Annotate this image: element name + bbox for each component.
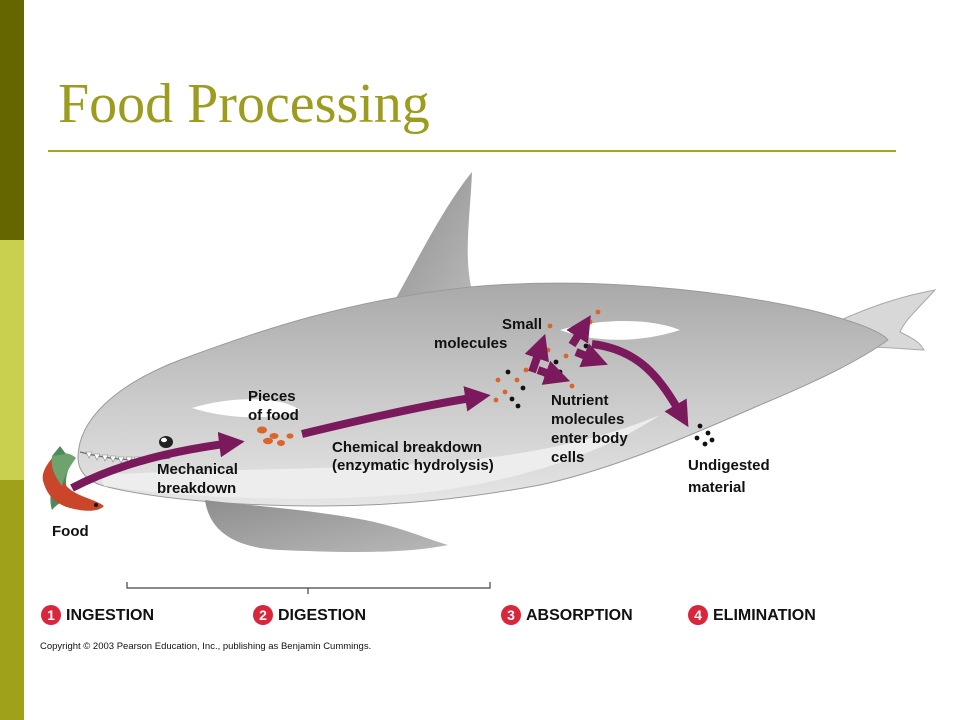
label-enzymatic-hydrolysis: (enzymatic hydrolysis): [332, 457, 494, 474]
label-cells: cells: [551, 449, 584, 466]
title-underline: [48, 150, 896, 152]
copyright-notice: Copyright © 2003 Pearson Education, Inc.…: [40, 641, 371, 652]
food-pieces: [257, 426, 294, 446]
whale-belly: [100, 415, 660, 499]
left-accent-bar-middle: [0, 240, 24, 480]
absorption-arrow-right: [536, 360, 571, 385]
left-accent-bar-top: [0, 0, 24, 240]
stage-number: 4: [694, 607, 702, 623]
label-chemical-breakdown: Chemical breakdown: [332, 439, 482, 456]
label-enter-body: enter body: [551, 430, 628, 447]
label-nutrient-molecules: molecules: [551, 411, 624, 428]
whale-dorsal-fin: [395, 172, 475, 300]
stage-ingestion: 1 INGESTION: [41, 605, 154, 625]
label-small: Small: [502, 316, 542, 333]
stage-number-badge: [253, 605, 273, 625]
elimination-arrow: [591, 340, 689, 428]
stage-label: DIGESTION: [278, 607, 366, 624]
label-pieces: Pieces: [248, 388, 296, 405]
slide-title: Food Processing: [58, 73, 430, 135]
ingestion-arrow: [70, 431, 245, 492]
label-material: material: [688, 479, 746, 496]
label-molecules: molecules: [434, 335, 507, 352]
stage-bracket: [126, 582, 491, 594]
stage-number-badge: [41, 605, 61, 625]
label-breakdown: breakdown: [157, 480, 236, 497]
digestion-arrow: [301, 386, 491, 438]
label-mechanical: Mechanical: [157, 461, 238, 478]
stage-label: ELIMINATION: [713, 607, 816, 624]
stage-number: 1: [47, 607, 55, 623]
label-of-food: of food: [248, 407, 299, 424]
stage-digestion: 2 DIGESTION: [253, 605, 366, 625]
tooth-icon: [159, 436, 173, 448]
stage-number: 3: [507, 607, 515, 623]
label-food: Food: [52, 523, 89, 540]
absorption-arrow-lower: [574, 343, 608, 368]
stage-label: ABSORPTION: [526, 607, 633, 624]
whale-pectoral-fin: [205, 500, 448, 553]
stage-number-badge: [688, 605, 708, 625]
stage-label: INGESTION: [66, 607, 154, 624]
stage-number: 2: [259, 607, 267, 623]
process-arrows: [70, 315, 689, 492]
stage-number-badge: [501, 605, 521, 625]
whale-eye-patch: [192, 399, 300, 418]
left-accent-bar-bottom: [0, 480, 24, 720]
label-nutrient: Nutrient: [551, 392, 609, 409]
salmon-illustration: [42, 446, 104, 511]
stage-elimination: 4 ELIMINATION: [688, 605, 816, 625]
absorption-arrow-up: [524, 333, 549, 374]
label-undigested: Undigested: [688, 457, 770, 474]
absorption-arrow-upper: [566, 315, 591, 348]
stage-absorption: 3 ABSORPTION: [501, 605, 633, 625]
undigested-material-dots: [694, 423, 715, 447]
